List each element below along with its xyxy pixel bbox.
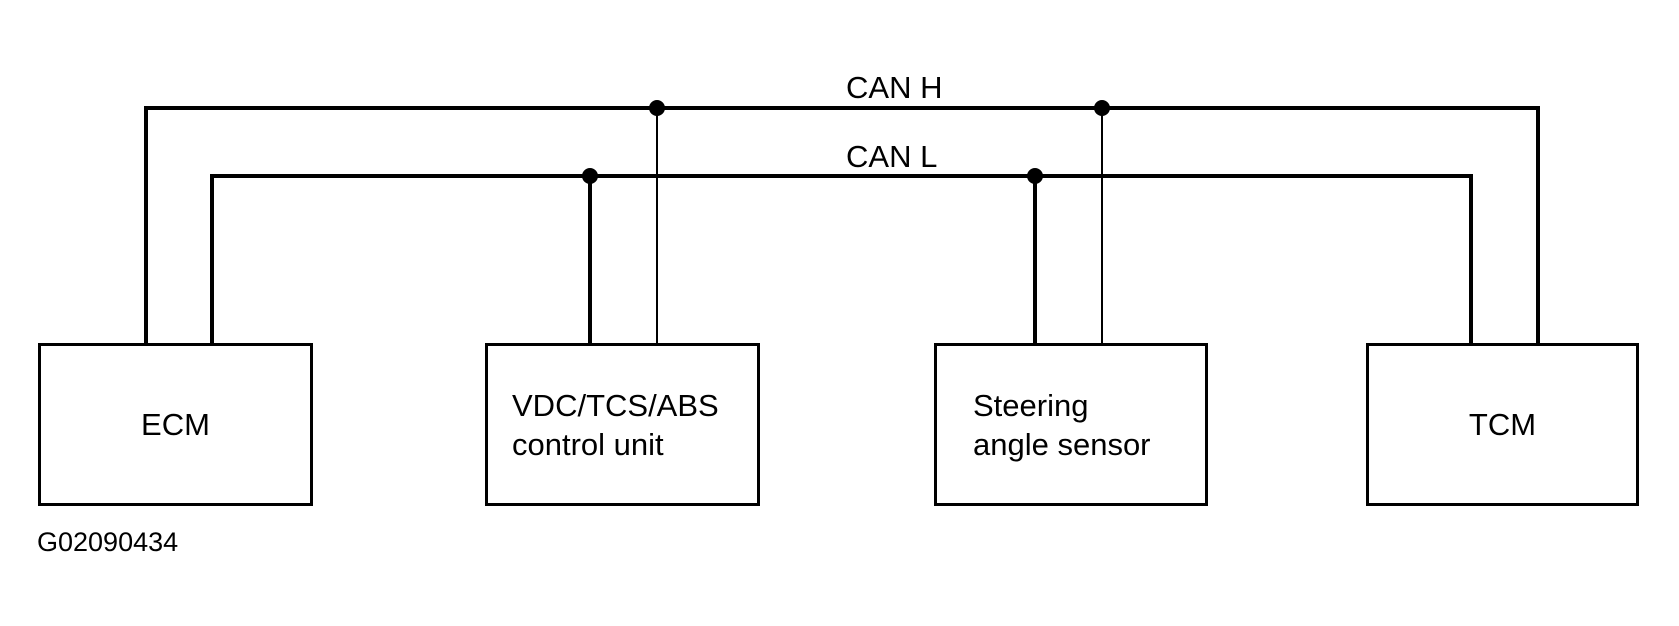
node-tcm: TCM xyxy=(1366,343,1639,506)
steering-can-h-wire xyxy=(1101,106,1103,343)
ecm-can-l-wire xyxy=(210,174,214,343)
node-steering-label-line1: Steering xyxy=(973,387,1089,423)
node-steering-angle-sensor: Steering angle sensor xyxy=(934,343,1208,506)
steering-can-l-wire xyxy=(1033,174,1037,343)
can-l-label: CAN L xyxy=(846,139,938,174)
can-h-bus-line xyxy=(144,106,1540,110)
figure-id: G02090434 xyxy=(37,527,179,557)
node-ecm-label: ECM xyxy=(141,407,210,442)
junction-dot-vdc-can-l xyxy=(582,168,598,184)
node-vdc-label-line1: VDC/TCS/ABS xyxy=(512,387,719,423)
tcm-can-h-wire xyxy=(1536,106,1540,343)
can-h-label: CAN H xyxy=(846,70,943,105)
node-tcm-label: TCM xyxy=(1468,407,1537,442)
ecm-can-h-wire xyxy=(144,106,148,343)
node-ecm: ECM xyxy=(38,343,313,506)
can-l-bus-line xyxy=(210,174,1473,178)
junction-dot-steering-can-h xyxy=(1094,100,1110,116)
junction-dot-steering-can-l xyxy=(1027,168,1043,184)
vdc-can-l-wire xyxy=(588,174,592,343)
node-steering-label-line2: angle sensor xyxy=(973,426,1151,462)
junction-dot-vdc-can-h xyxy=(649,100,665,116)
tcm-can-l-wire xyxy=(1469,174,1473,343)
vdc-can-h-wire xyxy=(656,106,658,343)
node-vdc-label-line2: control unit xyxy=(512,426,664,462)
node-vdc-tcs-abs: VDC/TCS/ABS control unit xyxy=(485,343,760,506)
